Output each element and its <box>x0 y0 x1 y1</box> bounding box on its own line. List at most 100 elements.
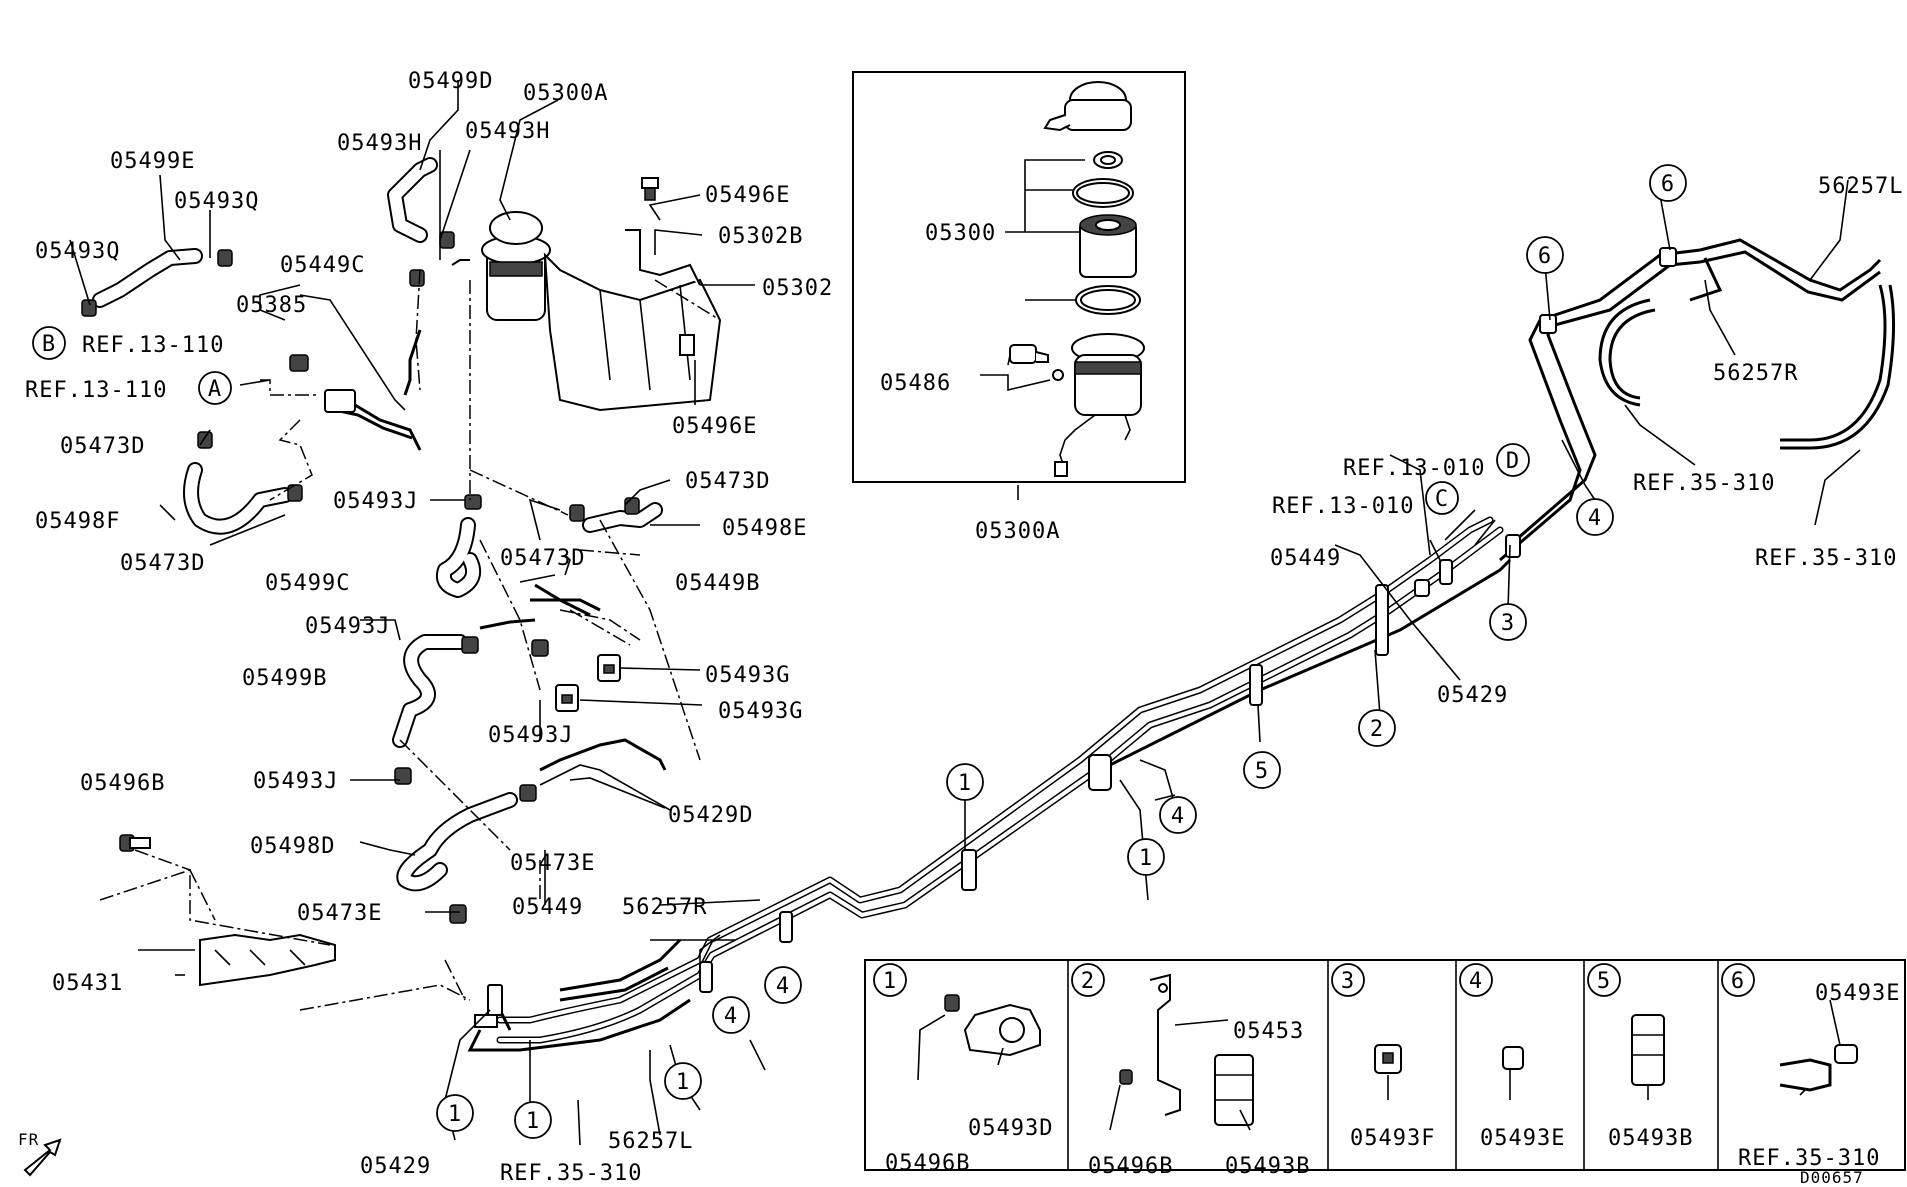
label-05473D: 05473D <box>120 551 205 576</box>
front-direction-arrow-icon <box>23 1138 62 1177</box>
label-05493J: 05493J <box>333 489 418 514</box>
label-05496E: 05496E <box>672 414 757 439</box>
label-05429D: 05429D <box>668 803 753 828</box>
callout-6: 6 <box>1538 244 1552 269</box>
label-detail3-05493F: 05493F <box>1350 1126 1435 1151</box>
label-doc-id: D00657 <box>1800 1168 1864 1187</box>
callout-1: 1 <box>958 771 972 796</box>
label-fr: FR <box>18 1130 39 1149</box>
label-detail2-05496B: 05496B <box>1088 1154 1173 1179</box>
label-detail6-ref-35-310: REF.35-310 <box>1738 1146 1880 1171</box>
label-detail1-05496B: 05496B <box>885 1151 970 1176</box>
assembly-guide-lines <box>99 269 721 1011</box>
label-05429: 05429 <box>360 1154 431 1179</box>
label-05449: 05449 <box>512 895 583 920</box>
tube-fittings <box>324 329 667 1031</box>
letter-b: B <box>42 332 56 357</box>
callout-1: 1 <box>448 1102 462 1127</box>
label-ref-13-010: REF.13-010 <box>1272 494 1414 519</box>
label-05498E: 05498E <box>722 516 807 541</box>
letter-a: A <box>208 377 222 402</box>
label-detail2-05493B: 05493B <box>1225 1154 1310 1179</box>
label-05499C: 05499C <box>265 571 350 596</box>
pipe-clips <box>699 247 1677 993</box>
label-05473E: 05473E <box>297 901 382 926</box>
label-05493Q: 05493Q <box>35 239 120 264</box>
callout-1: 1 <box>676 1070 690 1095</box>
label-05486: 05486 <box>880 371 951 396</box>
detail-number-1: 1 <box>883 969 897 994</box>
label-ref-35-310: REF.35-310 <box>1755 546 1897 571</box>
label-05499B: 05499B <box>242 666 327 691</box>
detail-number-3: 3 <box>1341 969 1355 994</box>
label-05431: 05431 <box>52 971 123 996</box>
label-05449: 05449 <box>1270 546 1341 571</box>
label-05499E: 05499E <box>110 149 195 174</box>
callout-2: 2 <box>1370 717 1384 742</box>
bracket-05431 <box>119 834 336 987</box>
detail-number-6: 6 <box>1731 969 1745 994</box>
detail-boxes <box>864 959 1906 1171</box>
label-05385: 05385 <box>236 293 307 318</box>
label-detail6-05493E: 05493E <box>1815 981 1900 1006</box>
leader-lines <box>69 80 1861 1146</box>
label-05496B: 05496B <box>80 771 165 796</box>
label-05473D: 05473D <box>500 546 585 571</box>
label-05300A: 05300A <box>523 81 608 106</box>
callout-circles <box>32 164 1755 1139</box>
label-05449B: 05449B <box>675 571 760 596</box>
label-05493J: 05493J <box>253 769 338 794</box>
label-05300A: 05300A <box>975 519 1060 544</box>
label-05493G: 05493G <box>718 699 803 724</box>
hose-clamps <box>81 231 640 924</box>
label-56257L: 56257L <box>608 1129 693 1154</box>
fuel-hoses <box>92 157 663 892</box>
main-fuel-pipe-bundle <box>467 238 1896 1052</box>
callout-4: 4 <box>1588 506 1602 531</box>
label-detail2-05453: 05453 <box>1233 1019 1304 1044</box>
label-ref-35-310: REF.35-310 <box>1633 471 1775 496</box>
label-05493J: 05493J <box>488 723 573 748</box>
callout-numbers: 1 1 1 1 1 2 3 5 4 4 4 4 6 6 1 2 3 4 5 6 … <box>42 172 1745 1134</box>
part-labels: 05499D 05300A 05493H 05493H 05499E 05493… <box>18 69 1903 1187</box>
callout-4: 4 <box>776 974 790 999</box>
label-05493J: 05493J <box>305 614 390 639</box>
label-detail5-05493B: 05493B <box>1608 1126 1693 1151</box>
bracket-05302 <box>625 177 701 356</box>
label-56257R: 56257R <box>622 895 707 920</box>
label-05493H: 05493H <box>337 131 422 156</box>
label-detail1-05493D: 05493D <box>968 1116 1053 1141</box>
label-05302B: 05302B <box>718 224 803 249</box>
callout-3: 3 <box>1501 611 1515 636</box>
label-05499D: 05499D <box>408 69 493 94</box>
detail-number-4: 4 <box>1469 969 1483 994</box>
label-05300: 05300 <box>925 221 996 246</box>
label-05473D: 05473D <box>685 469 770 494</box>
callout-5: 5 <box>1255 759 1269 784</box>
callout-4: 4 <box>1171 804 1185 829</box>
filter-exploded-view-box <box>852 71 1186 483</box>
label-05449C: 05449C <box>280 253 365 278</box>
label-05493G: 05493G <box>705 663 790 688</box>
label-56257L: 56257L <box>1818 174 1903 199</box>
label-ref-13-110: REF.13-110 <box>82 333 224 358</box>
callout-1: 1 <box>1139 846 1153 871</box>
label-05473E: 05473E <box>510 851 595 876</box>
label-05496E: 05496E <box>705 183 790 208</box>
label-05498D: 05498D <box>250 834 335 859</box>
label-detail4-05493E: 05493E <box>1480 1126 1565 1151</box>
callout-6: 6 <box>1661 172 1675 197</box>
detail-number-2: 2 <box>1081 969 1095 994</box>
clips-05493G <box>555 654 621 712</box>
label-05493H: 05493H <box>465 119 550 144</box>
label-ref-35-310: REF.35-310 <box>500 1161 642 1186</box>
label-ref-13-010: REF.13-010 <box>1343 456 1485 481</box>
letter-c: C <box>1435 487 1449 512</box>
callout-4: 4 <box>724 1004 738 1029</box>
letter-d: D <box>1506 449 1520 474</box>
label-56257R: 56257R <box>1713 361 1798 386</box>
label-ref-13-110: REF.13-110 <box>25 378 167 403</box>
detail-number-5: 5 <box>1597 969 1611 994</box>
label-05473D: 05473D <box>60 434 145 459</box>
